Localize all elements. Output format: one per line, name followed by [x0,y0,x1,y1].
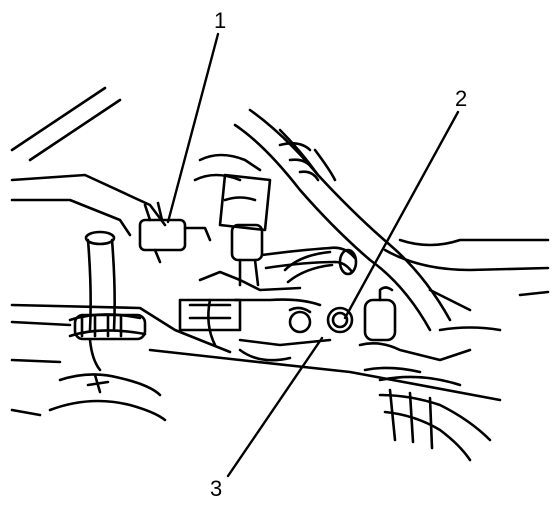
lower-left-shelf [10,303,232,422]
sensor-bracket [148,270,502,402]
mounting-bolt-2 [326,306,354,334]
right-clamp [358,286,492,462]
corrugated-hose [193,142,320,202]
callout-3: 3 [210,476,223,501]
left-pipe [68,230,147,372]
small-hose [283,248,358,284]
right-components [383,238,550,332]
center-sensor [218,173,357,287]
electrical-connector-1 [138,201,212,264]
callout-2: 2 [455,86,468,111]
upper-right-hose [233,108,452,332]
callout-1: 1 [214,8,227,33]
upper-left-panel [10,86,167,237]
leader-lines [166,32,460,478]
mounting-bolt-3 [288,306,312,334]
